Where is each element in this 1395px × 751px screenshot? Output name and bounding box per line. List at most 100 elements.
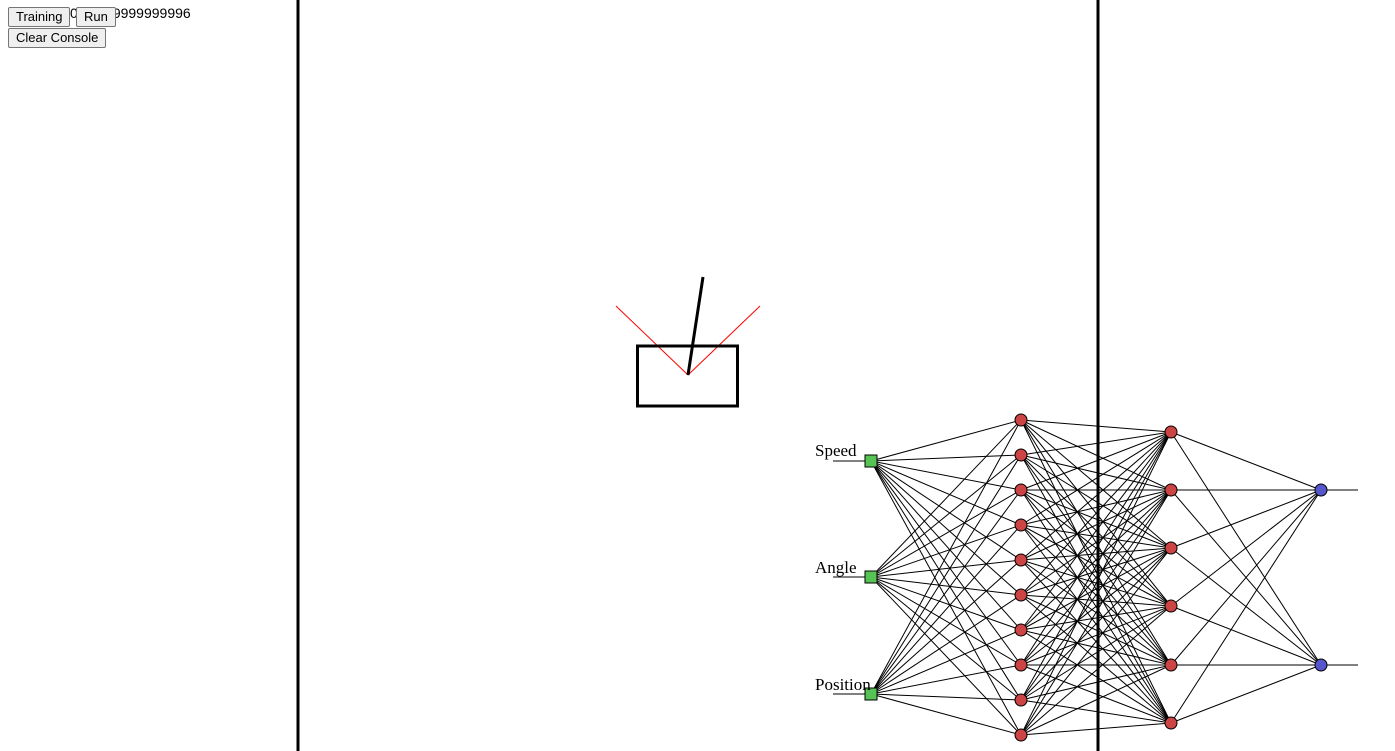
- network-edge: [1020, 454, 1172, 549]
- network-edge: [1020, 431, 1172, 491]
- hidden-node: [1164, 425, 1178, 439]
- output-node: [1314, 483, 1328, 497]
- network-edge: [1170, 605, 1322, 666]
- network-edge: [870, 664, 1022, 695]
- network-edge: [870, 576, 1022, 701]
- network-edge: [1170, 431, 1322, 491]
- hidden-node: [1014, 553, 1028, 567]
- network-edge: [870, 524, 1022, 578]
- network-edge: [1020, 524, 1172, 549]
- network-edge: [1170, 489, 1322, 607]
- input-label-position: Position: [815, 675, 871, 694]
- network-edge: [1020, 431, 1172, 631]
- hidden-node: [1014, 588, 1028, 602]
- network-edge: [870, 460, 1022, 561]
- hidden-node: [1014, 413, 1028, 427]
- input-node: [864, 454, 878, 468]
- hidden-node: [1164, 716, 1178, 730]
- network-edge: [870, 419, 1022, 695]
- network-edge: [870, 460, 1022, 491]
- network-edge: [1020, 489, 1172, 526]
- cart-pole: [615, 276, 761, 408]
- hidden-node: [1014, 658, 1028, 672]
- network-edge: [870, 460, 1022, 736]
- network-edge: [1020, 722, 1172, 736]
- input-label-angle: Angle: [815, 558, 857, 577]
- training-button[interactable]: Training: [8, 7, 71, 27]
- neural-network: Speed Angle Position: [815, 413, 1358, 742]
- network-edge: [870, 460, 1022, 701]
- network-edge: [870, 576, 1022, 631]
- network-edge: [870, 489, 1022, 578]
- network-edge: [1020, 431, 1172, 456]
- network-edge: [1020, 664, 1172, 736]
- hidden-node: [1014, 728, 1028, 742]
- network-edge: [870, 454, 1022, 578]
- network-edge: [870, 693, 1022, 736]
- network-edge: [870, 419, 1022, 462]
- network-edge: [1020, 431, 1172, 666]
- cart-body: [636, 344, 739, 408]
- hidden-node: [1014, 448, 1028, 462]
- left-sensor-ray: [615, 305, 689, 376]
- network-edge: [870, 454, 1022, 462]
- network-edge: [870, 460, 1022, 596]
- network-edge: [870, 419, 1022, 578]
- network-edge: [870, 460, 1022, 631]
- network-edge: [1020, 454, 1172, 491]
- input-node: [864, 570, 878, 584]
- hidden-node: [1014, 693, 1028, 707]
- network-edge: [1020, 431, 1172, 736]
- network-edge: [1020, 489, 1172, 549]
- network-edge: [1020, 547, 1172, 561]
- hidden-node: [1164, 599, 1178, 613]
- network-edge: [1020, 489, 1172, 561]
- network-edge: [1020, 431, 1172, 561]
- network-edge: [870, 629, 1022, 695]
- hidden-node: [1014, 623, 1028, 637]
- network-edge: [1020, 489, 1172, 666]
- hidden-node: [1164, 658, 1178, 672]
- network-edge: [1020, 431, 1172, 701]
- network-edge: [1020, 547, 1172, 701]
- network-edge: [1020, 431, 1172, 526]
- pole: [686, 276, 705, 376]
- network-edge: [1020, 489, 1172, 736]
- network-edge: [1020, 547, 1172, 596]
- network-edge: [1020, 489, 1172, 596]
- network-edge: [1020, 547, 1172, 666]
- input-labels: Speed Angle Position: [815, 441, 871, 694]
- network-edge: [1170, 664, 1322, 724]
- network-edge: [1020, 419, 1172, 433]
- network-edge: [870, 460, 1022, 666]
- network-edge: [1020, 419, 1172, 549]
- hidden-node: [1164, 541, 1178, 555]
- right-sensor-ray: [687, 305, 761, 376]
- network-edge: [1020, 431, 1172, 596]
- network-edge: [1020, 605, 1172, 736]
- network-edge: [870, 576, 1022, 736]
- network-edge: [870, 454, 1022, 695]
- network-edge: [870, 594, 1022, 695]
- network-edge: [870, 559, 1022, 695]
- network-edge: [870, 576, 1022, 666]
- output-node: [1314, 658, 1328, 672]
- network-edge: [1020, 489, 1172, 631]
- hidden-node: [1014, 518, 1028, 532]
- input-node: [864, 687, 878, 701]
- network-connections: [870, 419, 1322, 736]
- network-edge: [1170, 489, 1322, 666]
- input-label-speed: Speed: [815, 441, 857, 460]
- network-edge: [870, 489, 1022, 695]
- network-edge: [870, 524, 1022, 695]
- network-edge: [1020, 605, 1172, 701]
- network-edge: [1020, 547, 1172, 631]
- clear-console-button[interactable]: Clear Console: [8, 28, 107, 48]
- network-edge: [1170, 489, 1322, 549]
- network-edge: [1170, 489, 1322, 724]
- network-edge: [870, 460, 1022, 526]
- network-edge: [1020, 547, 1172, 736]
- network-nodes: [864, 413, 1328, 742]
- run-button[interactable]: Run: [76, 7, 116, 27]
